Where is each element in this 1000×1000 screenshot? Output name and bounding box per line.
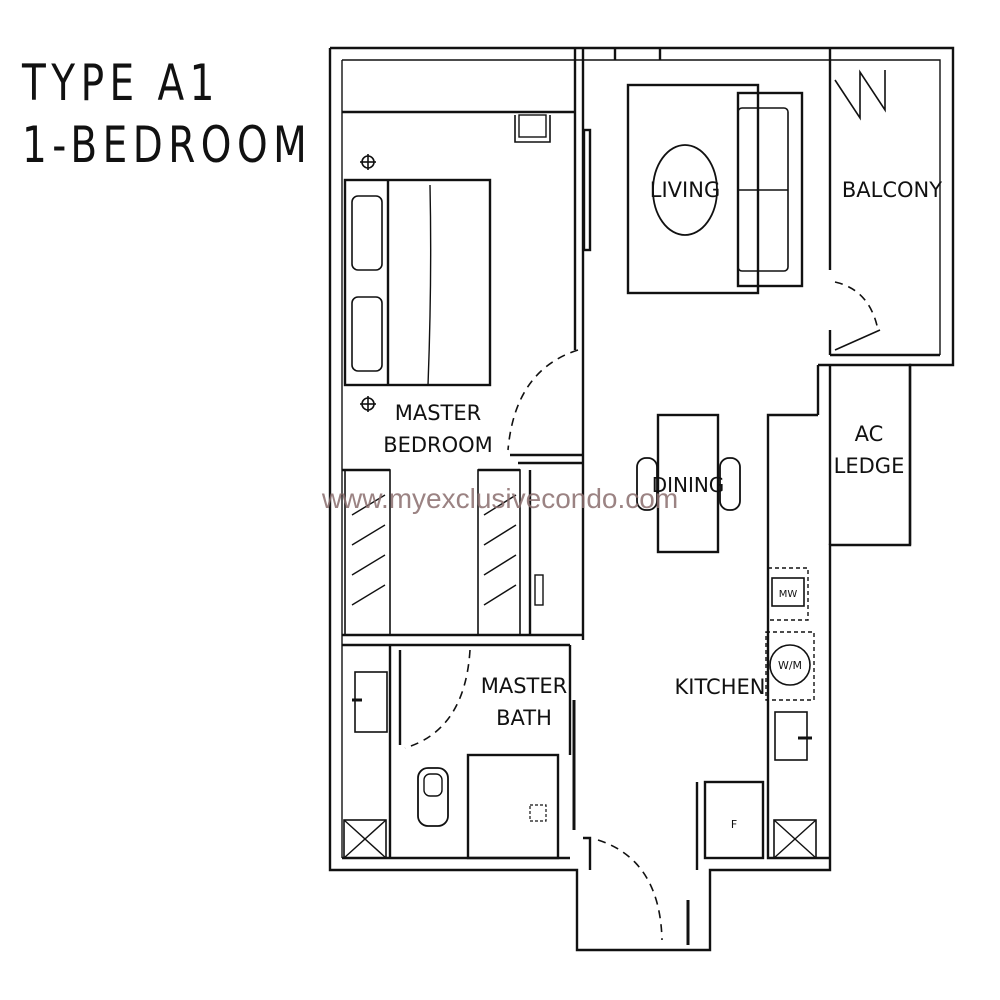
watermark-text: www.myexclusivecondo.com <box>321 483 678 514</box>
interior-wall-inner-line <box>342 59 941 355</box>
pillow-icon <box>351 296 383 372</box>
washer-slot <box>765 631 815 701</box>
room-label-kitchen: KITCHEN <box>675 675 766 699</box>
kitchen-sink-icon <box>774 711 808 761</box>
room-label-master-bath-line2: BATH <box>496 706 552 730</box>
lamp-icon <box>360 396 376 412</box>
toilet-icon <box>417 767 449 827</box>
floor-drain-icon <box>529 804 547 822</box>
room-label-master-bedroom-line1: MASTER <box>395 401 482 425</box>
plan-type-title: TYPE A1 <box>22 54 220 112</box>
bath-door-swing <box>404 649 471 749</box>
lamp-icon <box>360 154 376 170</box>
bedroom-door-swing <box>507 349 579 451</box>
room-label-master-bedroom-line2: BEDROOM <box>383 433 493 457</box>
room-label-living: LIVING <box>650 178 720 202</box>
appliance-label-microwave: MW <box>779 589 798 600</box>
shower-area <box>466 753 560 860</box>
bedroom-chair <box>514 115 551 143</box>
room-label-balcony: BALCONY <box>842 178 942 202</box>
entrance-door-swing <box>597 839 663 941</box>
room-label-ac-ledge-line2: LEDGE <box>834 454 905 478</box>
dining-chair <box>636 457 658 511</box>
ac-ledge-wall <box>818 363 912 545</box>
room-label-dining: DINING <box>652 473 725 497</box>
living-sliding-panel <box>582 128 592 252</box>
dining-table <box>656 413 720 554</box>
appliance-label-fridge: F <box>731 818 737 831</box>
exterior-wall <box>328 46 955 952</box>
microwave-slot <box>767 567 809 621</box>
appliance-label-washer: W/M <box>778 659 802 672</box>
washing-machine-icon <box>769 644 811 686</box>
room-label-master-bath-line1: MASTER <box>481 674 568 698</box>
kitchen-ventilation-shaft <box>773 819 817 859</box>
bath-sink-icon <box>354 671 388 733</box>
room-label-ac-ledge-line1: AC <box>855 422 884 446</box>
fridge <box>703 780 765 860</box>
living-rug <box>626 83 760 295</box>
wardrobe-hatching <box>351 494 517 606</box>
pillow-icon <box>351 195 383 271</box>
balcony-door-swing <box>834 281 879 331</box>
bed <box>343 178 492 387</box>
balcony-folding-door <box>834 69 886 121</box>
kitchen-counter <box>766 413 830 860</box>
bedroom-shelf-fixture <box>534 574 544 606</box>
coffee-table <box>652 144 718 236</box>
microwave-icon <box>771 577 805 607</box>
dining-chair <box>719 457 741 511</box>
plan-unit-subtitle: 1-BEDROOM <box>22 116 313 174</box>
